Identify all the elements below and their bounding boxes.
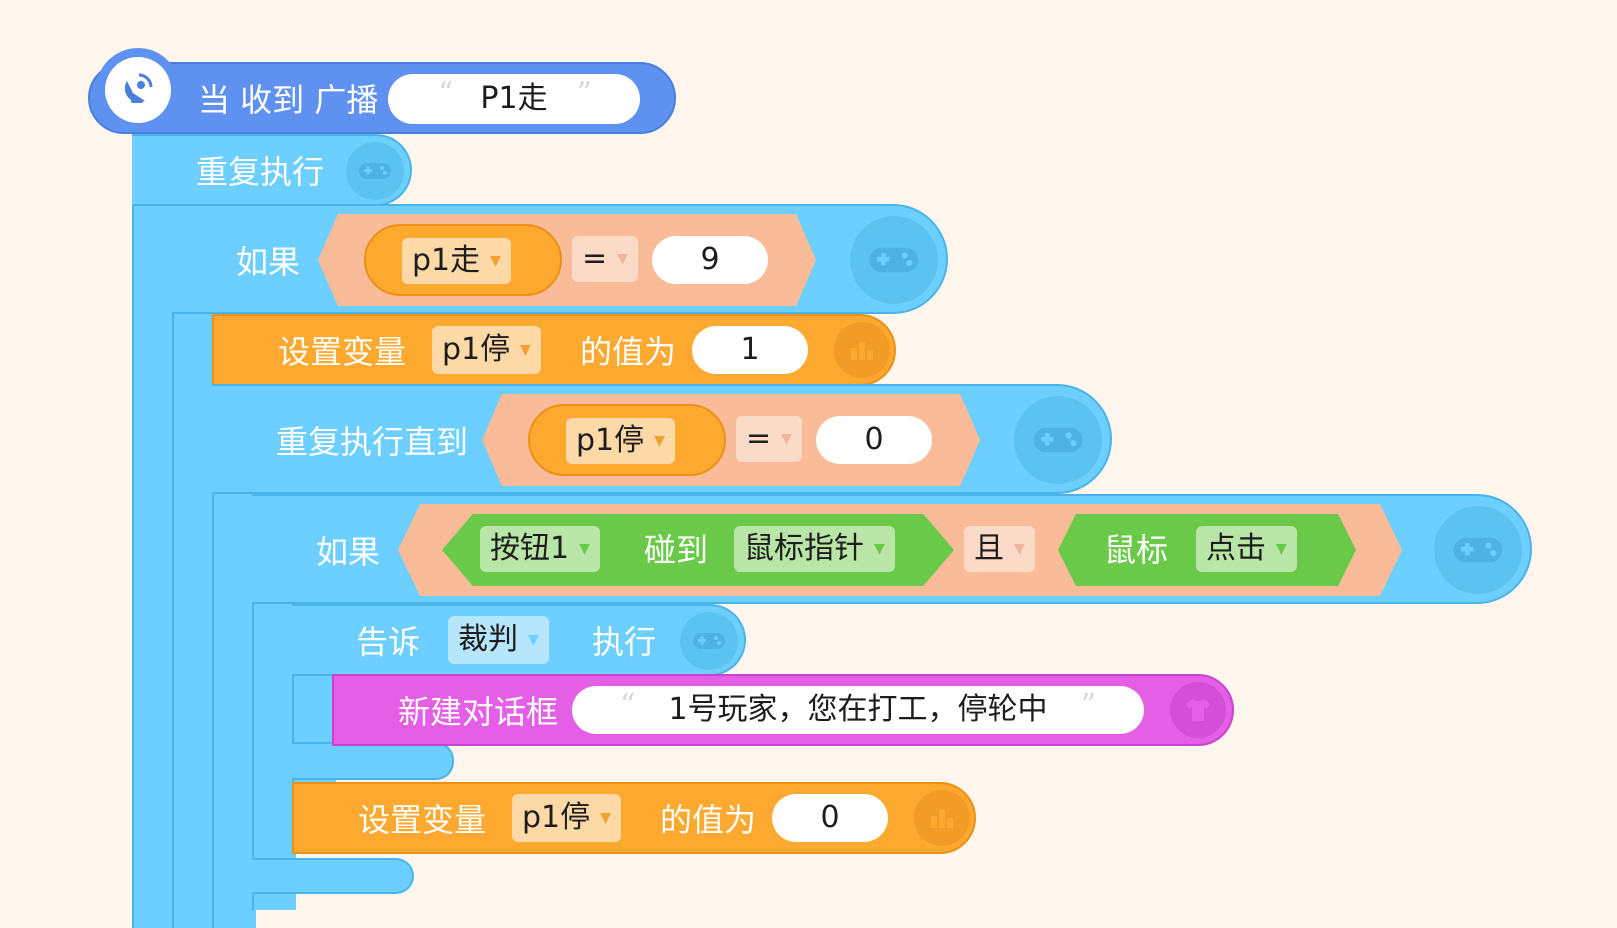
repeat-until-label: 重复执行直到	[276, 423, 469, 461]
if2-label: 如果	[316, 533, 381, 571]
chevron-down-icon: ▼	[781, 431, 792, 447]
if2-rail	[252, 586, 296, 910]
chevron-down-icon: ▼	[520, 342, 531, 358]
operator-dropdown-1[interactable]: = ▼	[572, 236, 638, 282]
gamepad-icon	[850, 216, 938, 304]
set1-label2: 的值为	[580, 333, 677, 371]
variable-reporter-p1ting[interactable]: p1停 ▼	[528, 404, 726, 476]
operator-dropdown-2[interactable]: = ▼	[736, 416, 802, 462]
forever-label: 重复执行	[196, 153, 325, 191]
if2-bottom-arm	[252, 858, 414, 894]
gamepad-icon	[680, 612, 738, 670]
forever-rail	[132, 130, 176, 928]
broadcast-message-value: P1走	[480, 81, 548, 116]
dialog-text-input[interactable]: “ 1号玩家，您在打工，停轮中 ”	[572, 686, 1144, 734]
gamepad-icon	[346, 142, 404, 200]
hat-label: 当 收到 广播	[198, 81, 379, 119]
and-operator[interactable]: 按钮1 ▼ 碰到 鼠标指针 ▼ 且 ▼ 鼠标 点击 ▼	[398, 504, 1402, 596]
value-input-0-b[interactable]: 0	[772, 794, 888, 842]
chevron-down-icon: ▼	[1014, 541, 1025, 557]
set1-label: 设置变量	[278, 333, 407, 371]
tell-block[interactable]: 告诉 裁判 ▼ 执行	[292, 604, 746, 676]
bar-chart-icon	[834, 322, 890, 378]
mouse-label: 鼠标	[1104, 531, 1169, 569]
chevron-down-icon: ▼	[654, 433, 665, 449]
touching-label: 碰到	[644, 531, 709, 569]
variable-dropdown-p1ting-2[interactable]: p1停 ▼	[566, 418, 675, 464]
gamepad-icon	[1434, 506, 1522, 594]
variable-dropdown-p1zou[interactable]: p1走 ▼	[402, 238, 511, 284]
gamepad-icon	[1014, 396, 1102, 484]
touching-sensing-block[interactable]: 按钮1 ▼ 碰到 鼠标指针 ▼	[442, 514, 954, 586]
equals-operator-2[interactable]: p1停 ▼ = ▼ 0	[482, 394, 980, 486]
chevron-down-icon: ▼	[1276, 541, 1287, 557]
dialog-text-value: 1号玩家，您在打工，停轮中	[668, 692, 1048, 727]
tell-target-dropdown[interactable]: 裁判 ▼	[448, 616, 549, 664]
variable-dropdown-p1ting-3[interactable]: p1停 ▼	[512, 794, 621, 842]
set-variable-block-1[interactable]: 设置变量 p1停 ▼ 的值为 1	[212, 314, 896, 386]
quote-open: “	[620, 688, 636, 723]
tell-bottom-arm	[292, 742, 454, 780]
tell-label2: 执行	[592, 623, 657, 661]
set2-label: 设置变量	[358, 801, 487, 839]
mouse-sensing-block[interactable]: 鼠标 点击 ▼	[1058, 514, 1356, 586]
chevron-down-icon: ▼	[617, 251, 628, 267]
value-input-9[interactable]: 9	[652, 236, 768, 284]
satellite-dish-icon	[96, 48, 180, 132]
value-input-0-a[interactable]: 0	[816, 416, 932, 464]
dialog-label: 新建对话框	[398, 693, 559, 731]
logic-dropdown[interactable]: 且 ▼	[964, 526, 1035, 572]
quote-close: ”	[1080, 688, 1096, 723]
touch-target-dropdown[interactable]: 鼠标指针 ▼	[734, 526, 895, 572]
set2-label2: 的值为	[660, 801, 757, 839]
new-dialog-block[interactable]: 新建对话框 “ 1号玩家，您在打工，停轮中 ”	[332, 674, 1234, 746]
variable-dropdown-p1ting-1[interactable]: p1停 ▼	[432, 326, 541, 374]
tell-label: 告诉	[356, 623, 421, 661]
sprite-dropdown[interactable]: 按钮1 ▼	[480, 526, 600, 572]
chevron-down-icon: ▼	[600, 810, 611, 826]
repeat-until-block[interactable]: 重复执行直到 p1停 ▼ = ▼ 0	[212, 384, 1112, 494]
chevron-down-icon: ▼	[490, 253, 501, 269]
mouse-action-dropdown[interactable]: 点击 ▼	[1196, 526, 1297, 572]
if-block-1[interactable]: 如果 p1走 ▼ = ▼ 9	[172, 204, 948, 314]
variable-reporter-p1zou[interactable]: p1走 ▼	[364, 224, 562, 296]
broadcast-message-input[interactable]: “ P1走 ”	[388, 74, 640, 124]
value-input-1[interactable]: 1	[692, 326, 808, 374]
chevron-down-icon: ▼	[528, 632, 539, 648]
equals-operator-1[interactable]: p1走 ▼ = ▼ 9	[318, 214, 816, 306]
chevron-down-icon: ▼	[874, 541, 885, 557]
quote-open: “	[438, 76, 454, 111]
when-receive-broadcast-block[interactable]: 当 收到 广播 “ P1走 ”	[88, 48, 676, 134]
set-variable-block-2[interactable]: 设置变量 p1停 ▼ 的值为 0	[292, 782, 976, 854]
repeat-until-rail	[212, 476, 256, 928]
bar-chart-icon	[914, 790, 970, 846]
shirt-icon	[1170, 682, 1226, 738]
forever-block[interactable]: 重复执行	[132, 134, 412, 206]
quote-close: ”	[576, 76, 592, 111]
if1-label: 如果	[236, 243, 301, 281]
chevron-down-icon: ▼	[579, 541, 590, 557]
if1-rail	[172, 296, 216, 928]
if-block-2[interactable]: 如果 按钮1 ▼ 碰到 鼠标指针 ▼ 且 ▼ 鼠标 点击 ▼	[252, 494, 1532, 604]
